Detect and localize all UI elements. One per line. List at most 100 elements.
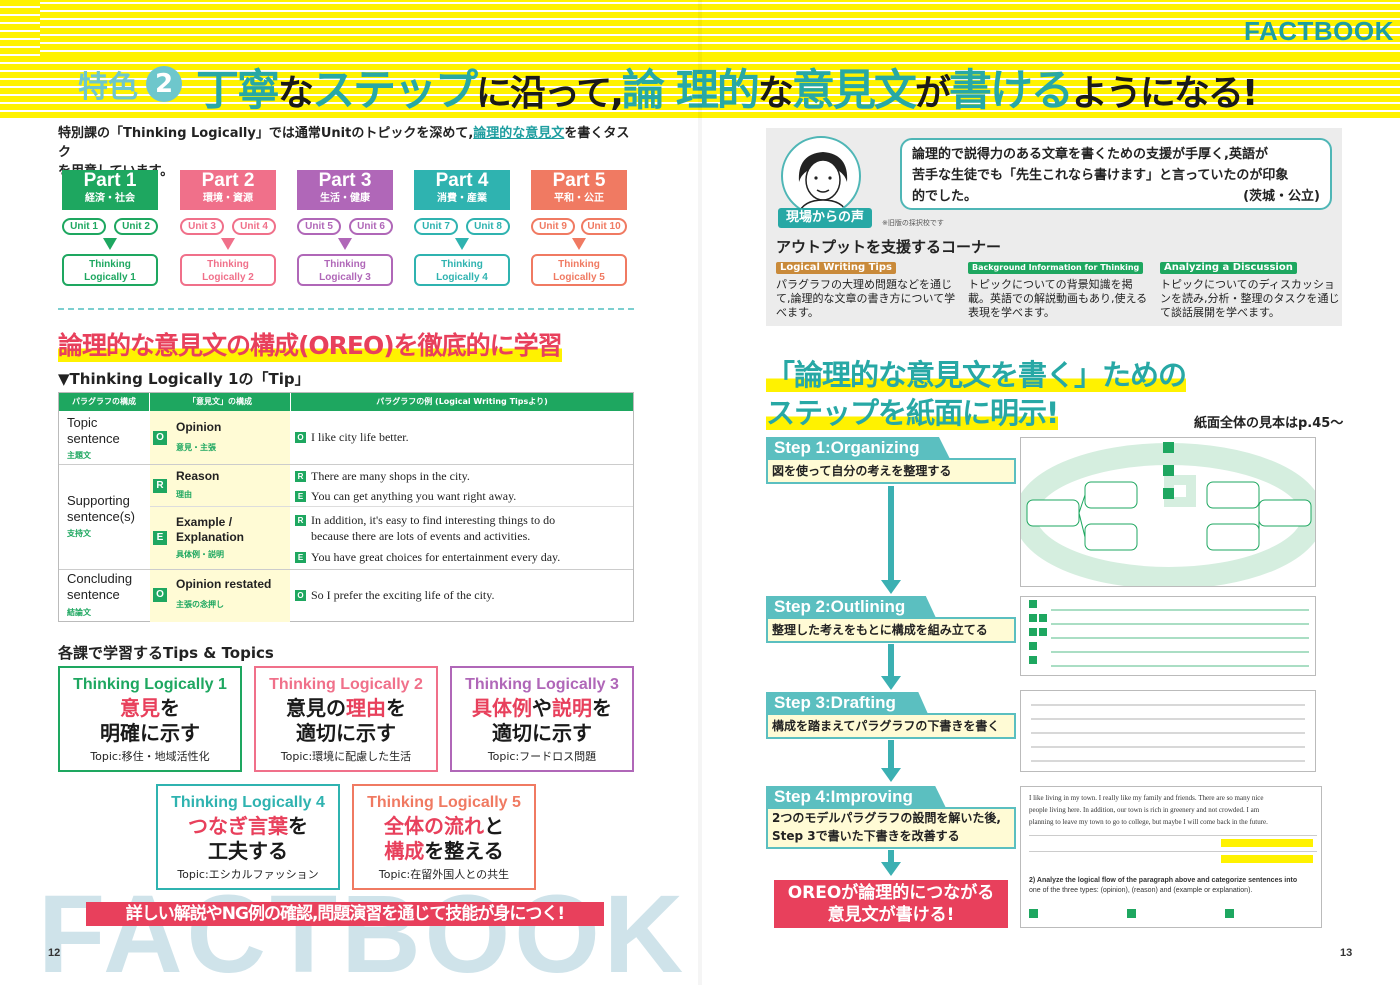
example-letter: R bbox=[295, 515, 306, 526]
unit-pill: Unit 8 bbox=[466, 218, 510, 235]
row-label-jp: 支持文 bbox=[67, 529, 91, 538]
example-sentence: You have great choices for entertainment… bbox=[311, 550, 561, 564]
flow-arrow-icon bbox=[881, 580, 901, 594]
oreo-item-jp: 具体例・説明 bbox=[176, 550, 224, 559]
down-arrow-icon bbox=[338, 238, 352, 250]
example-sentence: There are many shops in the city. bbox=[311, 469, 470, 483]
step-description: 2つのモデルパラグラフの設問を解いた後,Step 3で書いた下書きを改善する bbox=[766, 807, 1016, 849]
row-label-jp: 主題文 bbox=[67, 451, 91, 460]
tip-card: Thinking Logically 4 つなぎ言葉を 工夫する Topic:エ… bbox=[156, 784, 340, 890]
sample-text: planning to leave my town to go to colle… bbox=[1029, 818, 1268, 826]
example-letter: R bbox=[295, 471, 306, 482]
row-label-jp: 結論文 bbox=[67, 608, 91, 617]
improving-sample: I like living in my town. I really like … bbox=[1020, 786, 1322, 928]
flow-line bbox=[888, 486, 894, 582]
tip-card: Thinking Logically 2 意見の理由を 適切に示す Topic:… bbox=[254, 666, 438, 772]
answer-box bbox=[1127, 909, 1136, 918]
voice-tag: 現場からの声 bbox=[778, 208, 873, 228]
oreo-item-jp: 主張の念押し bbox=[176, 600, 224, 609]
unit-pill: Unit 2 bbox=[114, 218, 158, 235]
organizing-diagram bbox=[1014, 437, 1324, 589]
tip-card: Thinking Logically 5 全体の流れと 構成を整える Topic… bbox=[352, 784, 536, 890]
down-arrow-icon bbox=[221, 238, 235, 250]
oreo-letter-e: E bbox=[153, 531, 167, 545]
unit-pill: Unit 5 bbox=[297, 218, 341, 235]
corner-text: トピックについての背景知識を掲載。英語での解説動画もあり,使える表現を学べます。 bbox=[968, 278, 1148, 319]
oreo-table: パラグラフの構成 「意見文」の構成 パラグラフの例 (Logical Writi… bbox=[58, 392, 634, 622]
tip-card: Thinking Logically 1 意見を 明確に示す Topic:移住・… bbox=[58, 666, 242, 772]
step-heading: Step 1:Organizing bbox=[766, 437, 950, 459]
step-description: 構成を踏まえてパラグラフの下書きを書く bbox=[766, 713, 1016, 739]
unit-pill: Unit 3 bbox=[180, 218, 224, 235]
bottom-banner: 詳しい解説やNG例の確認,問題演習を通じて技能が身につく! bbox=[86, 902, 604, 926]
example-letter: O bbox=[295, 590, 306, 601]
example-sentence: In addition, it's easy to find interesti… bbox=[311, 513, 556, 543]
tips-heading: 各課で学習するTips & Topics bbox=[58, 644, 274, 662]
example-sentence: You can get anything you want right away… bbox=[311, 489, 517, 503]
page-gutter bbox=[698, 0, 702, 985]
steps-heading: 「論理的な意見文を書く」ための ステップを紙面に明示! bbox=[766, 358, 1187, 430]
oreo-letter-r: R bbox=[153, 479, 167, 493]
outline-form bbox=[1020, 596, 1316, 676]
corner-badge: Logical Writing Tips bbox=[776, 262, 896, 274]
flow-arrow-icon bbox=[881, 676, 901, 690]
separator bbox=[1029, 835, 1317, 836]
example-letter: E bbox=[295, 491, 306, 502]
oreo-heading: 論理的な意見文の構成(OREO)を徹底的に学習 bbox=[58, 326, 563, 362]
sample-note: 紙面全体の見本はp.45〜 bbox=[1194, 416, 1344, 431]
footnote: ※旧版の採択校です bbox=[882, 219, 944, 227]
corner-heading: アウトプットを支援するコーナー bbox=[776, 238, 1002, 256]
row-divider bbox=[150, 506, 633, 507]
step-heading: Step 3:Drafting bbox=[766, 692, 928, 714]
sample-text: one of the three types: (opinion), (reas… bbox=[1029, 887, 1253, 894]
corner-badge: Background Information for Thinking bbox=[968, 262, 1144, 274]
teacher-avatar bbox=[781, 136, 861, 216]
oreo-item: Example /Explanation bbox=[176, 515, 245, 544]
highlight bbox=[1221, 855, 1313, 863]
outcome-box: OREOが論理的につながる意見文が書ける! bbox=[774, 880, 1008, 928]
table-header: 「意見文」の構成 bbox=[150, 393, 290, 411]
background-word: FACTBOOK bbox=[38, 873, 688, 985]
oreo-item: Opinion restated bbox=[176, 577, 272, 591]
oreo-item: Reason bbox=[176, 469, 220, 483]
step-heading: Step 4:Improving bbox=[766, 786, 946, 808]
flow-arrow-icon bbox=[881, 862, 901, 876]
sample-text: people living here. In addition, our tow… bbox=[1029, 806, 1260, 814]
flow-line bbox=[888, 644, 894, 678]
step-heading: Step 2:Outlining bbox=[766, 596, 936, 618]
down-arrow-icon bbox=[455, 238, 469, 250]
corner-badge: Analyzing a Discussion bbox=[1160, 262, 1297, 274]
unit-pill: Unit 10 bbox=[581, 218, 627, 235]
flow-line bbox=[888, 740, 894, 770]
feature-label: 特色 bbox=[78, 70, 138, 105]
unit-pill: Unit 9 bbox=[531, 218, 575, 235]
flow-arrow-icon bbox=[881, 768, 901, 782]
answer-box bbox=[1225, 909, 1234, 918]
down-arrow-icon bbox=[572, 238, 586, 250]
header-stripes bbox=[40, 0, 1400, 58]
divider bbox=[58, 308, 634, 310]
page-title: 丁寧なステップに沿って,論 理的な意見文が書けるようになる! bbox=[196, 66, 1258, 116]
sample-text: 2) Analyze the logical flow of the parag… bbox=[1029, 877, 1298, 884]
example-letter: O bbox=[295, 432, 306, 443]
drafting-form bbox=[1020, 690, 1316, 772]
example-letter: E bbox=[295, 552, 306, 563]
oreo-column bbox=[150, 411, 290, 622]
answer-box bbox=[1029, 909, 1038, 918]
page-number: 12 bbox=[48, 947, 61, 959]
tip-heading: ▼Thinking Logically 1の「Tip」 bbox=[58, 370, 310, 388]
corner-text: トピックについてのディスカッションを読み,分析・整理のタスクを通じて談話展開を学… bbox=[1160, 278, 1340, 319]
oreo-item-jp: 意見・主張 bbox=[176, 443, 216, 452]
unit-pill: Unit 7 bbox=[414, 218, 458, 235]
oreo-letter-o: O bbox=[153, 431, 167, 445]
brand-label: FACTBOOK bbox=[1244, 16, 1394, 46]
